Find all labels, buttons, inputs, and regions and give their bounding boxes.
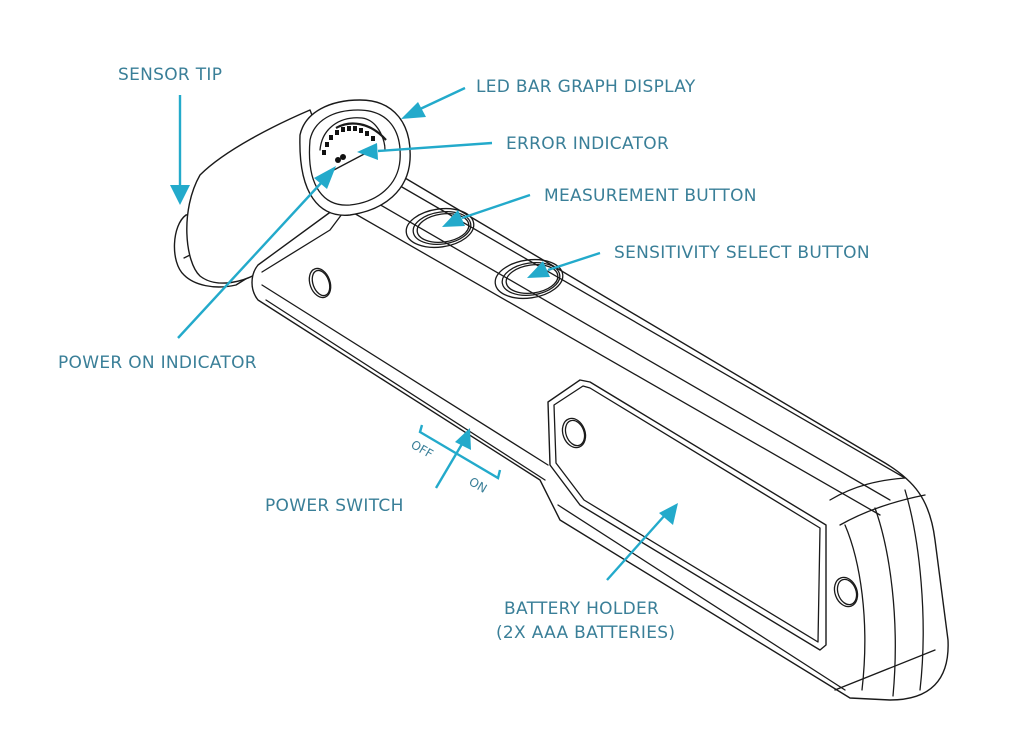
label-battery-holder: BATTERY HOLDER	[504, 599, 659, 619]
callout-battery-holder: BATTERY HOLDER (2X AAA BATTERIES)	[496, 503, 678, 643]
callout-power-on-indicator: POWER ON INDICATOR	[58, 166, 336, 373]
led-bar-graph	[322, 126, 375, 155]
callout-measurement-button: MEASUREMENT BUTTON	[442, 186, 757, 227]
arrow-head-icon	[401, 102, 426, 119]
arrow-line	[377, 141, 493, 153]
label-led-bar-graph-display: LED BAR GRAPH DISPLAY	[476, 77, 696, 97]
measurement-button[interactable]	[404, 204, 477, 251]
label-power-switch: POWER SWITCH	[265, 496, 404, 516]
arrow-head-icon	[659, 503, 678, 525]
arrow-head-icon	[314, 166, 336, 189]
arrow-head-icon	[455, 428, 471, 450]
arrow-line	[606, 514, 666, 581]
arrow-line	[417, 86, 466, 112]
indicator-leds	[335, 154, 346, 163]
arrow-head-icon	[170, 185, 190, 205]
arrow-line	[547, 251, 601, 272]
arrow-head-icon	[442, 210, 465, 227]
arrow-head-icon	[527, 261, 550, 278]
arrow-head-icon	[357, 143, 378, 160]
switch-bracket	[418, 424, 502, 480]
label-sensitivity-select-button: SENSITIVITY SELECT BUTTON	[614, 243, 870, 263]
callout-sensor-tip: SENSOR TIP	[118, 65, 222, 205]
label-power-on-indicator: POWER ON INDICATOR	[58, 353, 257, 373]
callout-error-indicator: ERROR INDICATOR	[357, 134, 669, 160]
callout-led-bar-graph-display: LED BAR GRAPH DISPLAY	[401, 77, 696, 119]
arrow-line	[434, 443, 464, 489]
switch-on-label: ON	[467, 474, 490, 495]
arrow-line	[461, 193, 531, 220]
battery-holder	[547, 379, 827, 651]
callout-power-switch: POWER SWITCH OFF ON	[265, 424, 502, 516]
device-illustration	[173, 99, 949, 701]
label-battery-holder-detail: (2X AAA BATTERIES)	[496, 623, 675, 643]
label-measurement-button: MEASUREMENT BUTTON	[544, 186, 757, 206]
label-sensor-tip: SENSOR TIP	[118, 65, 222, 85]
sensitivity-select-button[interactable]	[493, 255, 566, 302]
switch-off-label: OFF	[409, 437, 436, 461]
label-error-indicator: ERROR INDICATOR	[506, 134, 669, 154]
callout-sensitivity-select-button: SENSITIVITY SELECT BUTTON	[527, 243, 870, 278]
arrow-line	[177, 181, 323, 339]
